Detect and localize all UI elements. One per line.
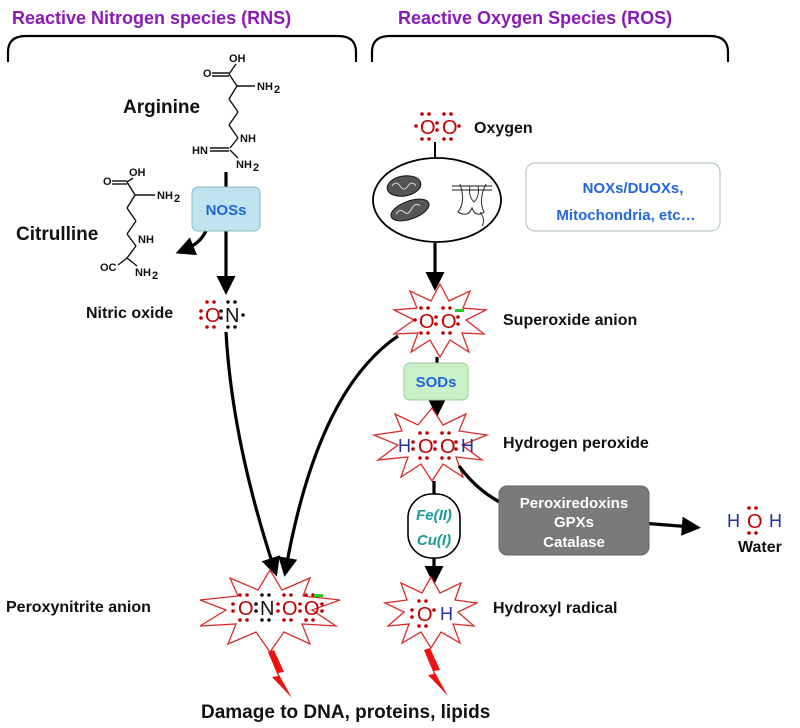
h2o2-burst — [371, 406, 490, 483]
gpxs-label: GPXs — [554, 514, 594, 531]
citrulline-nh2b-sub: 2 — [152, 270, 158, 282]
hydroxyl-molecule: O H — [410, 599, 453, 628]
svg-text:H: H — [440, 604, 453, 624]
citrulline-label: Citrulline — [16, 224, 98, 245]
nos-enzyme-label: NOSs — [206, 202, 247, 219]
svg-text:O: O — [747, 511, 763, 533]
citrulline-structure: O OH NH 2 NH OC NH 2 — [100, 167, 180, 282]
svg-text:H: H — [769, 511, 782, 531]
nitric-oxide-label: Nitric oxide — [86, 305, 173, 322]
svg-text:H: H — [398, 436, 411, 456]
noxs-source-box — [525, 162, 721, 232]
arginine-nh2b-sub: 2 — [253, 162, 259, 174]
nitric-oxide-molecule: O N — [199, 300, 245, 329]
citrulline-o: O — [103, 176, 112, 188]
rns-bracket — [6, 34, 358, 62]
svg-text:O: O — [282, 598, 298, 620]
superoxide-molecule: O O — [413, 306, 464, 335]
ros-bracket — [370, 34, 730, 62]
metal-ions-box — [407, 493, 461, 559]
peroxynitrite-molecule: O N O O — [231, 593, 324, 622]
citrulline-nh2-sub: 2 — [174, 193, 180, 205]
noxs-line2: Mitochondria, etc… — [556, 207, 695, 224]
peroxynitrite-label: Peroxynitrite anion — [6, 599, 151, 616]
ros-header: Reactive Oxygen Species (ROS) — [398, 8, 672, 28]
svg-text:O: O — [418, 436, 434, 458]
svg-text:N: N — [260, 598, 274, 620]
h2o2-molecule: H O O H — [398, 431, 474, 460]
svg-text:O: O — [304, 598, 320, 620]
superoxide-label: Superoxide anion — [503, 312, 637, 329]
citrulline-oc: OC — [100, 262, 117, 274]
svg-text:O: O — [442, 117, 458, 139]
svg-text:H: H — [727, 511, 740, 531]
hydroxyl-burst — [382, 575, 480, 650]
oxygen-label: Oxygen — [474, 120, 533, 137]
arginine-nh2: NH — [257, 81, 273, 93]
hydroxyl-label: Hydroxyl radical — [493, 600, 618, 617]
superoxide-burst — [391, 282, 489, 359]
svg-text:O: O — [419, 311, 435, 333]
peroxiredoxins-label: Peroxiredoxins — [520, 495, 628, 512]
water-molecule: H O H — [727, 506, 782, 535]
citrulline-nh: NH — [138, 234, 154, 246]
oxygen-molecule: O O — [414, 112, 461, 141]
catalase-label: Catalase — [543, 534, 605, 551]
damage-footer: Damage to DNA, proteins, lipids — [201, 702, 490, 723]
noxs-line1: NOXs/DUOXs, — [583, 180, 684, 197]
svg-text:O: O — [205, 305, 221, 327]
svg-text:O: O — [441, 311, 457, 333]
lightning-icon — [424, 648, 448, 696]
svg-text:H: H — [461, 436, 474, 456]
sod-enzyme-box — [403, 362, 469, 401]
arginine-nh: NH — [240, 133, 256, 145]
svg-text:O: O — [238, 598, 254, 620]
arginine-hn: HN — [192, 145, 208, 157]
citrulline-nh2b: NH — [135, 267, 151, 279]
svg-text:N: N — [225, 305, 239, 327]
citrulline-oh: OH — [129, 167, 146, 179]
h2o2-label: Hydrogen peroxide — [503, 435, 649, 452]
arginine-label: Arginine — [123, 97, 200, 118]
no-to-peroxynitrite-arrow — [224, 331, 280, 577]
fe-ii-label: Fe(II) — [416, 507, 452, 524]
citrulline-nh2: NH — [157, 190, 173, 202]
peroxidase-enzymes-box — [498, 485, 650, 556]
lightning-icon — [268, 650, 292, 698]
cell-organelles-illustration — [372, 157, 502, 243]
rns-header: Reactive Nitrogen species (RNS) — [12, 8, 291, 28]
sod-enzyme-label: SODs — [416, 374, 457, 391]
arginine-o: O — [203, 68, 212, 80]
arginine-nh2b: NH — [236, 159, 252, 171]
svg-text:O: O — [417, 604, 433, 626]
arginine-oh: OH — [229, 53, 246, 65]
superoxide-to-peroxynitrite-arrow — [278, 334, 399, 577]
water-label: Water — [738, 539, 782, 556]
arginine-structure: O OH NH 2 NH HN NH 2 — [192, 53, 280, 174]
svg-text:O: O — [420, 117, 436, 139]
cu-i-label: Cu(I) — [417, 532, 451, 549]
nos-enzyme-box — [191, 186, 261, 232]
arginine-nh2-sub: 2 — [274, 84, 280, 96]
svg-text:O: O — [440, 436, 456, 458]
